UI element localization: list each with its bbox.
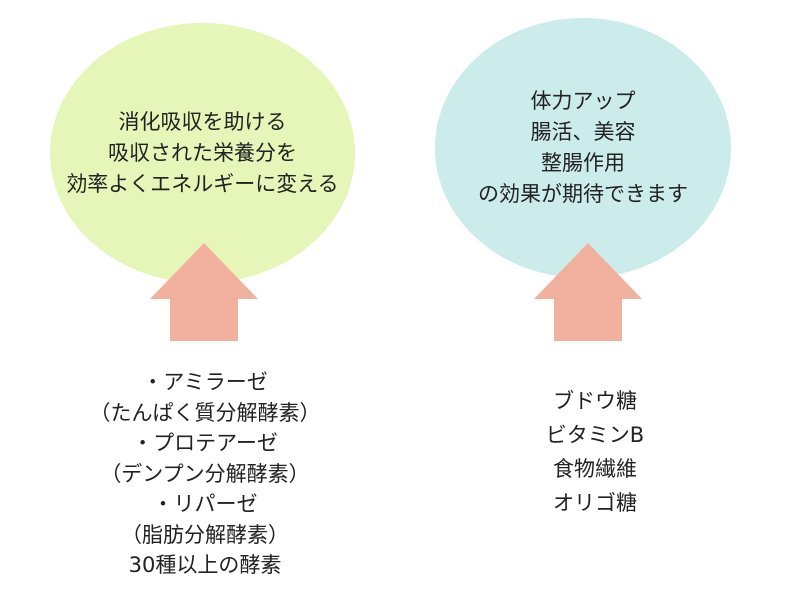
right-benefit-circle: 体力アップ 腸活、美容 整腸作用 の効果が期待できます xyxy=(435,18,731,278)
list-item: 30種以上の酵素 xyxy=(128,553,282,577)
right-circle-line: の効果が期待できます xyxy=(478,182,688,206)
list-item: ・アミラーゼ xyxy=(142,370,268,394)
right-circle-line: 腸活、美容 xyxy=(530,120,636,144)
right-circle-line: 整腸作用 xyxy=(541,151,625,175)
list-item: （脂肪分解酵素） xyxy=(121,522,289,547)
left-circle-line: 効率よくエネルギーに変える xyxy=(66,171,339,196)
nutrient-list: ブドウ糖 ビタミンB 食物繊維 オリゴ糖 xyxy=(470,384,720,520)
list-item: （デンプン分解酵素） xyxy=(100,461,310,486)
left-circle-line: 消化吸収を助ける xyxy=(118,109,287,134)
right-up-arrow-icon xyxy=(534,243,642,341)
enzyme-list: ・アミラーゼ （たんぱく質分解酵素） ・プロテアーゼ （デンプン分解酵素） ・リ… xyxy=(60,367,350,581)
left-circle-line: 吸収された栄養分を xyxy=(108,140,297,165)
list-item: （たんぱく質分解酵素） xyxy=(89,400,321,425)
list-item: ビタミンB xyxy=(545,423,645,447)
left-up-arrow-icon xyxy=(150,243,258,341)
list-item: ブドウ糖 xyxy=(553,389,637,413)
list-item: ・プロテアーゼ xyxy=(132,431,278,455)
list-item: オリゴ糖 xyxy=(553,491,637,515)
left-benefit-circle: 消化吸収を助ける 吸収された栄養分を 効率よくエネルギーに変える xyxy=(50,23,355,283)
right-circle-line: 体力アップ xyxy=(530,89,636,113)
list-item: ・リパーゼ xyxy=(152,492,258,516)
list-item: 食物繊維 xyxy=(553,457,637,481)
